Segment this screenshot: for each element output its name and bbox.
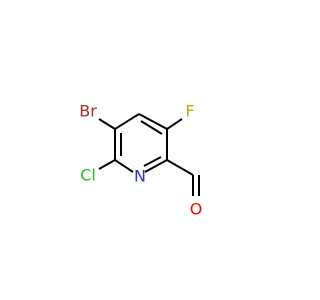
atom-oxygen-label: O [190,200,203,219]
bond-n-c2 [114,159,134,173]
atom-chlorine-label: Cl [80,166,96,185]
bond-c4-c5-inner [140,120,163,135]
molecule-canvas: Br Cl N F O [79,102,203,219]
bond-c6-n [144,159,168,173]
bond-c3-br [98,118,116,130]
bond-c6-cho [166,159,194,176]
bond-c4-c5 [138,113,168,130]
atom-fluorine-label: F [185,102,194,121]
atom-nitrogen-label: N [134,167,146,186]
bond-c6-n-inner [143,156,162,167]
structure-diagram: Br Cl N F O [79,102,203,219]
bond-c3-c4 [114,113,140,130]
bond-c5-f [166,118,183,130]
atom-bromine-label: Br [79,102,97,121]
bond-c2-cl [98,159,116,170]
